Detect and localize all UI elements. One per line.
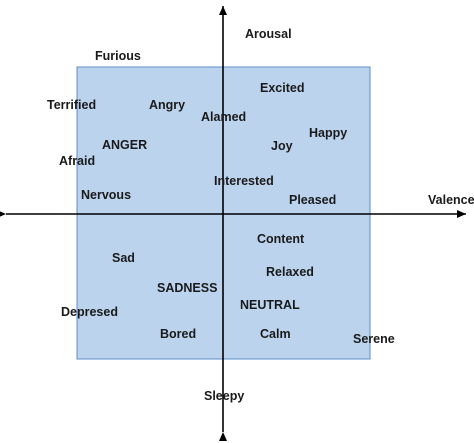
emotion-label-nervous: Nervous <box>81 188 131 202</box>
emotion-label-joy: Joy <box>271 139 293 153</box>
emotion-label-alamed: Alamed <box>201 110 246 124</box>
emotion-label-anger: ANGER <box>102 138 147 152</box>
emotion-label-relaxed: Relaxed <box>266 265 314 279</box>
axis-label-sleepy: Sleepy <box>204 389 244 403</box>
emotion-label-furious: Furious <box>95 49 141 63</box>
emotion-label-bored: Bored <box>160 327 196 341</box>
emotion-label-afraid: Afraid <box>59 154 95 168</box>
emotion-label-angry: Angry <box>149 98 185 112</box>
emotion-label-calm: Calm <box>260 327 291 341</box>
emotion-label-neutral: NEUTRAL <box>240 298 300 312</box>
emotion-label-pleased: Pleased <box>289 193 336 207</box>
emotion-label-content: Content <box>257 232 305 246</box>
emotion-label-happy: Happy <box>309 126 347 140</box>
emotion-label-depresed: Depresed <box>61 305 118 319</box>
emotion-label-excited: Excited <box>260 81 304 95</box>
emotion-label-sad: Sad <box>112 251 135 265</box>
emotion-label-sadness: SADNESS <box>157 281 217 295</box>
emotion-label-terrified: Terrified <box>47 98 96 112</box>
emotion-label-interested: Interested <box>214 174 274 188</box>
axis-label-arousal: Arousal <box>245 27 292 41</box>
axis-label-valence: Valence <box>428 193 474 207</box>
emotion-label-serene: Serene <box>353 332 395 346</box>
